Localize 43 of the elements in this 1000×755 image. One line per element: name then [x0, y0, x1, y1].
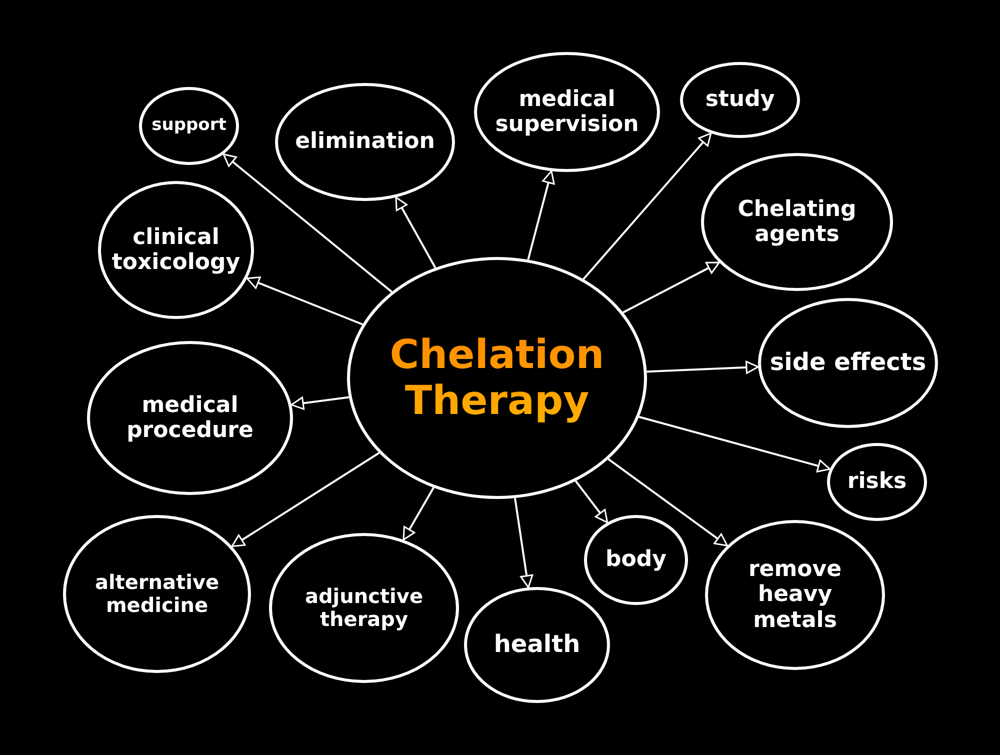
arrow [246, 276, 363, 326]
topic-ellipse [464, 587, 610, 703]
topic-ellipse [139, 87, 239, 165]
topic-text: clinical toxicology [110, 224, 242, 276]
topic-ellipse [98, 181, 254, 319]
topic-text: medical supervision [494, 86, 640, 138]
arrow [231, 452, 380, 548]
arrow [514, 498, 534, 588]
arrow [622, 262, 720, 314]
topic-text: alternative medicine [94, 571, 220, 617]
arrow [402, 487, 434, 541]
topic-ellipse [705, 520, 885, 670]
central-topic-ellipse [347, 257, 647, 499]
topic-ellipse [680, 62, 800, 138]
arrow [527, 170, 555, 260]
arrow [582, 132, 712, 280]
topic-text: elimination [295, 129, 435, 155]
topic-ellipse [758, 298, 938, 428]
arrow [574, 480, 608, 524]
arrow [646, 360, 759, 374]
arrow [608, 458, 728, 546]
topic-text: health [494, 631, 580, 659]
topic-text: remove heavy metals [747, 557, 843, 633]
topic-ellipse [275, 83, 455, 201]
topic-ellipse [827, 443, 927, 521]
arrow [395, 196, 436, 268]
topic-text: side effects [770, 349, 926, 377]
topic-ellipse [87, 341, 293, 495]
topic-text: Chelating agents [736, 196, 858, 248]
topic-text: body [606, 547, 666, 573]
topic-text: support [152, 116, 226, 136]
topic-ellipse [474, 52, 660, 172]
arrow [222, 153, 392, 293]
topic-text: medical procedure [126, 392, 254, 444]
arrow [290, 396, 350, 410]
topic-text: adjunctive therapy [304, 585, 424, 631]
topic-ellipse [584, 515, 688, 605]
arrow [638, 416, 831, 472]
topic-ellipse [701, 153, 893, 291]
topic-text: study [705, 87, 775, 113]
topic-ellipse [63, 515, 251, 673]
topic-text: risks [847, 469, 907, 495]
topic-ellipse [269, 533, 459, 683]
